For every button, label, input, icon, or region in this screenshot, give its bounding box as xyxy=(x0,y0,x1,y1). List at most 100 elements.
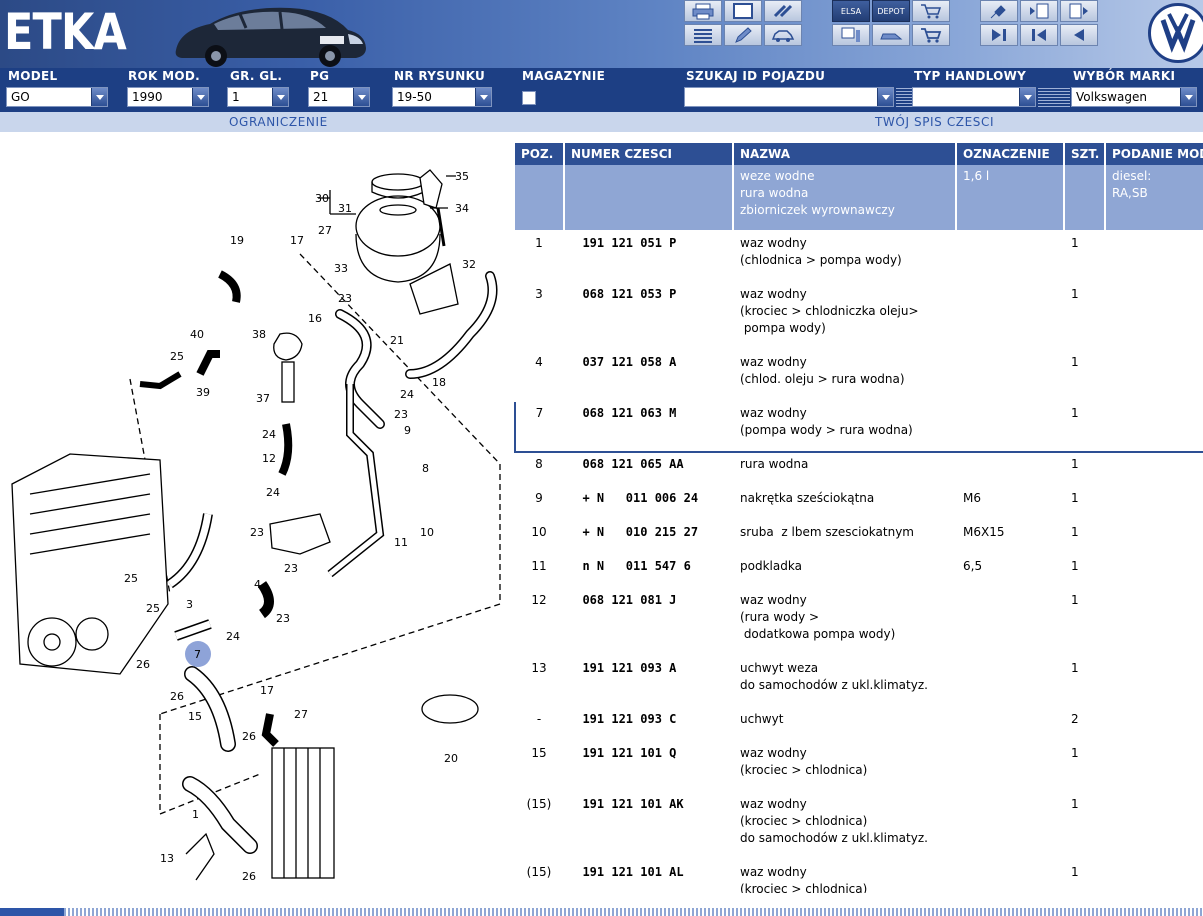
print-button[interactable] xyxy=(684,0,722,22)
chevron-down-icon[interactable] xyxy=(91,88,107,106)
diagram-label[interactable]: 23 xyxy=(284,562,298,575)
diagram-label[interactable]: 9 xyxy=(404,424,411,437)
diagram-label[interactable]: 25 xyxy=(124,572,138,585)
chevron-down-icon[interactable] xyxy=(353,88,369,106)
last-button[interactable] xyxy=(980,24,1018,46)
cart-list-button[interactable] xyxy=(912,0,950,22)
diagram-label[interactable]: 23 xyxy=(276,612,290,625)
part-number[interactable]: 068 121 053 P xyxy=(582,287,677,301)
vehicle-data-button[interactable] xyxy=(872,24,910,46)
diagram-label[interactable]: 4 xyxy=(254,578,261,591)
col-podanie[interactable]: PODANIE MODELU xyxy=(1105,143,1203,165)
part-number[interactable]: 068 121 081 J xyxy=(582,593,677,607)
part-number[interactable]: 191 121 093 C xyxy=(582,712,677,726)
next-page-button[interactable] xyxy=(1060,0,1098,22)
part-number[interactable]: 068 121 063 M xyxy=(582,406,677,420)
part-number[interactable]: 037 121 058 A xyxy=(582,355,677,369)
diagram-label[interactable]: 33 xyxy=(334,262,348,275)
part-number[interactable]: + N 010 215 27 xyxy=(582,525,699,539)
diagram-label[interactable]: 34 xyxy=(455,202,469,215)
diagram-label[interactable]: 1 xyxy=(192,808,199,821)
szukaj-select[interactable] xyxy=(684,87,894,107)
vehicle-button[interactable] xyxy=(764,24,802,46)
nr-rysunku-select[interactable]: 19-50 xyxy=(392,87,492,107)
diagram-label[interactable]: 23 xyxy=(250,526,264,539)
diagram-label[interactable]: 24 xyxy=(400,388,414,401)
elsa-button[interactable]: ELSA xyxy=(832,0,870,22)
diagram-label[interactable]: 21 xyxy=(390,334,404,347)
part-number[interactable]: n N 011 547 6 xyxy=(582,559,691,573)
chevron-down-icon[interactable] xyxy=(192,88,208,106)
diagram-label[interactable]: 18 xyxy=(432,376,446,389)
depot-button[interactable]: DEPOT xyxy=(872,0,910,22)
diagram-label[interactable]: 27 xyxy=(294,708,308,721)
diagram-label[interactable]: 25 xyxy=(170,350,184,363)
chevron-down-icon[interactable] xyxy=(475,88,491,106)
diagram-label[interactable]: 3 xyxy=(186,598,193,611)
part-number[interactable]: 191 121 101 AL xyxy=(582,865,684,879)
diagram-label[interactable]: 24 xyxy=(266,486,280,499)
part-number[interactable]: + N 011 006 24 xyxy=(582,491,699,505)
diagram-label[interactable]: 11 xyxy=(394,536,408,549)
diagram-label[interactable]: 17 xyxy=(290,234,304,247)
diagram-label[interactable]: 24 xyxy=(226,630,240,643)
diagram-label[interactable]: 20 xyxy=(444,752,458,765)
pin-button[interactable] xyxy=(980,0,1018,22)
diagram-label[interactable]: 26 xyxy=(242,870,256,883)
marka-select[interactable]: Volkswagen xyxy=(1071,87,1197,107)
prev-page-button[interactable] xyxy=(1020,0,1058,22)
diagram-label[interactable]: 13 xyxy=(160,852,174,865)
cart-button[interactable] xyxy=(912,24,950,46)
diagram-label[interactable]: 35 xyxy=(455,170,469,183)
part-number[interactable]: 191 121 101 AK xyxy=(582,797,684,811)
model-select[interactable]: GO xyxy=(6,87,108,107)
diagram-label[interactable]: 31 xyxy=(338,202,352,215)
col-numer[interactable]: NUMER CZESCI xyxy=(564,143,734,165)
col-nazwa[interactable]: NAZWA xyxy=(733,143,957,165)
gr-gl-select[interactable]: 1 xyxy=(227,87,289,107)
chevron-down-icon[interactable] xyxy=(1180,88,1196,106)
diagram-label[interactable]: 26 xyxy=(170,690,184,703)
window-button[interactable] xyxy=(724,0,762,22)
pg-select[interactable]: 21 xyxy=(308,87,370,107)
diagram-label[interactable]: 27 xyxy=(318,224,332,237)
edit-button[interactable] xyxy=(724,24,762,46)
first-button[interactable] xyxy=(1020,24,1058,46)
diagram-label[interactable]: 7 xyxy=(194,648,201,661)
terminal-button[interactable] xyxy=(832,24,870,46)
col-oznaczenie[interactable]: OZNACZENIE xyxy=(956,143,1065,165)
diagram-label[interactable]: 17 xyxy=(260,684,274,697)
diagram-label[interactable]: 23 xyxy=(394,408,408,421)
diagram-label[interactable]: 23 xyxy=(338,292,352,305)
diagram-label[interactable]: 37 xyxy=(256,392,270,405)
diagram-label[interactable]: 26 xyxy=(136,658,150,671)
col-poz[interactable]: POZ. xyxy=(515,143,565,165)
diagram-label[interactable]: 38 xyxy=(252,328,266,341)
tools-button[interactable] xyxy=(764,0,802,22)
diagram-label[interactable]: 15 xyxy=(188,710,202,723)
rok-mod-select[interactable]: 1990 xyxy=(127,87,209,107)
diagram-label[interactable]: 12 xyxy=(262,452,276,465)
col-szt[interactable]: SZT. xyxy=(1064,143,1106,165)
diagram-label[interactable]: 19 xyxy=(230,234,244,247)
diagram-label[interactable]: 39 xyxy=(196,386,210,399)
diagram-label[interactable]: 40 xyxy=(190,328,204,341)
chevron-down-icon[interactable] xyxy=(272,88,288,106)
chevron-down-icon[interactable] xyxy=(1019,88,1035,106)
diagram-label[interactable]: 10 xyxy=(420,526,434,539)
diagram-label[interactable]: 30 xyxy=(315,192,329,205)
part-number[interactable]: 191 121 051 P xyxy=(582,236,677,250)
diagram-label[interactable]: 24 xyxy=(262,428,276,441)
typ-select[interactable] xyxy=(912,87,1036,107)
